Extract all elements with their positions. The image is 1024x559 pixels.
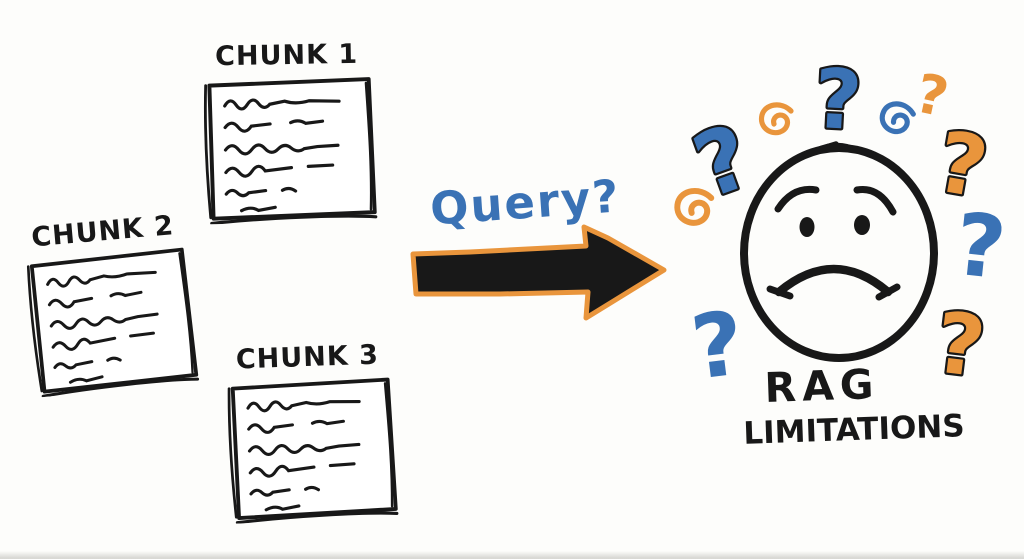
frown-mouth	[774, 264, 893, 297]
arrow-right-icon	[410, 224, 667, 321]
right-eye	[854, 215, 870, 235]
question-mark: ?	[686, 291, 749, 399]
right-eyebrow	[853, 185, 897, 216]
left-eye	[799, 217, 815, 237]
spiral-doodle-icon	[879, 101, 915, 135]
chunk-3-label: CHUNK 3	[235, 339, 380, 376]
chunk-2: CHUNK 2	[13, 209, 206, 399]
confusion-cluster: ? ? ? ? ? ? ?	[666, 50, 1010, 400]
chunk-1: CHUNK 1	[194, 38, 381, 224]
sad-face-icon	[740, 141, 938, 362]
left-eyebrow	[774, 185, 820, 213]
question-mark: ?	[930, 293, 990, 396]
arrow-highlight-speck	[646, 285, 650, 289]
question-mark: ?	[950, 195, 1010, 300]
bottom-smudge	[0, 551, 1024, 559]
spiral-doodle-icon	[761, 105, 791, 133]
document-chunk-icon	[221, 372, 400, 524]
chunk-3: CHUNK 3	[217, 339, 403, 524]
document-chunk-icon	[20, 242, 202, 398]
caption-rag: RAG	[763, 360, 881, 412]
document-chunk-icon	[197, 71, 380, 224]
question-mark: ?	[812, 52, 864, 149]
spiral-doodle-icon	[677, 191, 711, 223]
chunk-1-label: CHUNK 1	[214, 38, 359, 73]
